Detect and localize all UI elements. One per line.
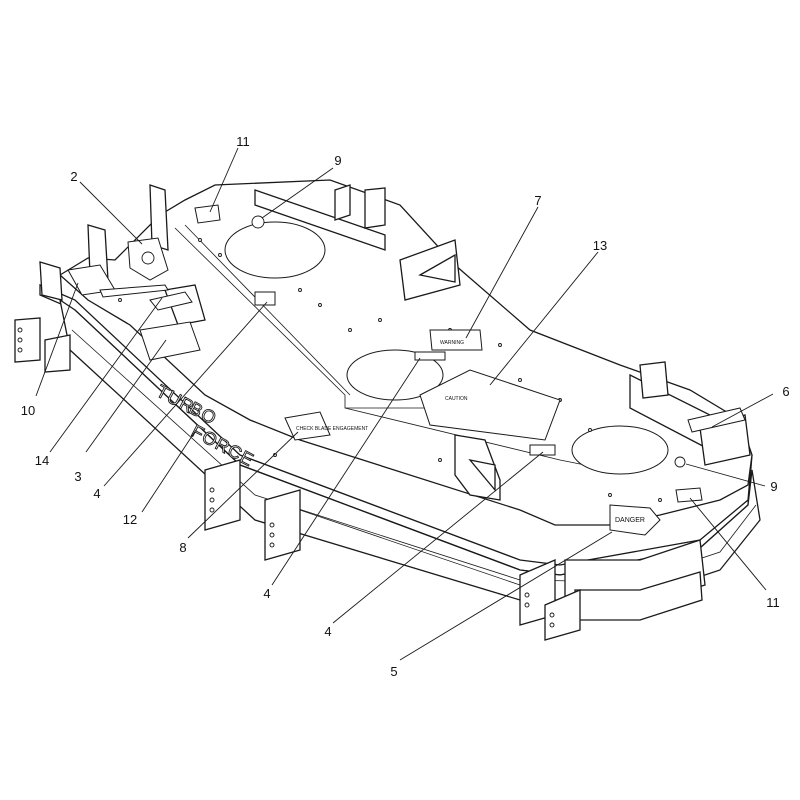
decal-13	[419, 369, 561, 441]
decal-7	[429, 329, 483, 351]
blade-openings	[224, 221, 669, 475]
callout-11-top: 11	[236, 134, 250, 149]
decal-11-right	[675, 487, 703, 503]
bracket-holes	[17, 327, 555, 628]
decal-7-text: WARNING	[440, 340, 464, 346]
deck-skirt	[39, 284, 761, 621]
callout-13: 13	[593, 238, 607, 253]
callout-9-top: 9	[334, 153, 341, 168]
callout-12: 12	[123, 512, 137, 527]
decal-5	[609, 504, 661, 536]
callout-6: 6	[782, 384, 789, 399]
deck-decals: CHECK BLADE ENGAGEMENT WARNING CAUTION D…	[67, 204, 746, 536]
center-spindle-opening	[346, 349, 444, 401]
left-spindle-opening	[224, 221, 326, 279]
decal-11-left	[194, 204, 221, 224]
callout-4-center: 4	[263, 586, 270, 601]
callout-10: 10	[21, 403, 35, 418]
decal-3	[139, 321, 201, 361]
decal-14b	[99, 284, 169, 298]
callout-3: 3	[74, 469, 81, 484]
decal-13-text: CAUTION	[445, 396, 468, 402]
decal-4-center	[414, 351, 446, 361]
callout-14: 14	[35, 453, 49, 468]
callout-leaders	[35, 147, 774, 661]
danger-decal-text: DANGER	[615, 517, 645, 524]
callout-4-left: 4	[93, 486, 100, 501]
decal-4-right	[529, 444, 556, 456]
callout-11-bottom: 11	[766, 595, 780, 610]
decal-8-text: CHECK BLADE ENGAGEMENT	[296, 426, 368, 432]
callout-7: 7	[534, 193, 541, 208]
decal-4-left	[254, 291, 276, 306]
callout-2: 2	[70, 169, 77, 184]
callout-5: 5	[390, 664, 397, 679]
right-spindle-opening	[571, 425, 669, 475]
callout-numbers: 11 9 2 7 13 6 9 11 10 14 3 4 12 8 4 4 5	[21, 134, 790, 679]
decal-8	[284, 411, 331, 441]
callout-8: 8	[179, 540, 186, 555]
callout-4-right: 4	[324, 624, 331, 639]
decal-6	[687, 407, 746, 433]
callout-9-right: 9	[770, 479, 777, 494]
